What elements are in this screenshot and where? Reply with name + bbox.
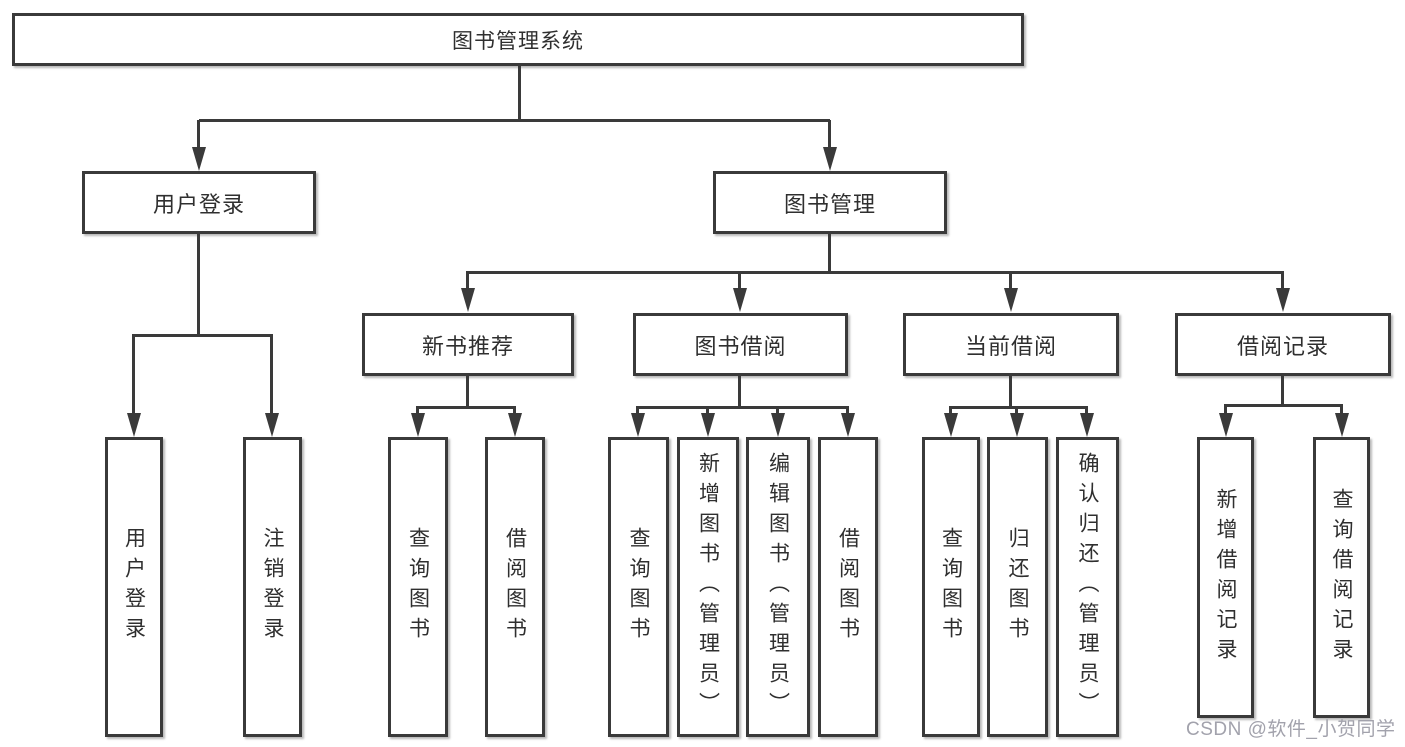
node-leaf-br-add-record: 新增借阅记录: [1197, 437, 1254, 718]
connector-line: [197, 120, 200, 150]
node-leaf-bb-edit-book-admin: 编辑图书（管理员）: [746, 437, 810, 737]
connector-line: [1009, 376, 1012, 409]
connector-line: [1015, 406, 1018, 416]
connector-line: [776, 406, 779, 416]
arrowhead-icon: [1219, 413, 1233, 437]
arrowhead-icon: [127, 413, 141, 437]
node-leaf-user-login: 用户登录: [105, 437, 163, 737]
node-leaf-bb-borrow-book: 借阅图书: [818, 437, 878, 737]
node-leaf-cb-query-book-label: 查询图书: [939, 527, 963, 647]
node-user-login: 用户登录: [82, 171, 316, 234]
node-book-borrow-label: 图书借阅: [694, 333, 787, 359]
arrowhead-icon: [1004, 288, 1018, 312]
arrowhead-icon: [1276, 288, 1290, 312]
node-leaf-cb-query-book: 查询图书: [922, 437, 980, 737]
node-leaf-cb-return-book: 归还图书: [987, 437, 1048, 737]
node-current-borrow: 当前借阅: [903, 313, 1119, 376]
node-leaf-bb-query-book-label: 查询图书: [627, 527, 650, 647]
node-root: 图书管理系统: [12, 13, 1024, 66]
arrowhead-icon: [1010, 413, 1024, 437]
node-leaf-logout-label: 注销登录: [261, 527, 284, 647]
node-leaf-br-add-record-label: 新增借阅记录: [1214, 487, 1237, 668]
arrowhead-icon: [411, 413, 425, 437]
connector-line: [949, 406, 952, 416]
connector-line: [518, 66, 521, 121]
node-new-book-recommend: 新书推荐: [362, 313, 574, 376]
arrowhead-icon: [1335, 413, 1349, 437]
node-leaf-nb-query-book: 查询图书: [388, 437, 448, 737]
node-leaf-bb-query-book: 查询图书: [608, 437, 669, 737]
node-book-management-label: 图书管理: [783, 191, 876, 217]
node-leaf-bb-add-book-admin: 新增图书（管理员）: [677, 437, 739, 737]
node-new-book-recommend-label: 新书推荐: [421, 333, 514, 359]
connector-line: [197, 234, 200, 337]
node-current-borrow-label: 当前借阅: [964, 333, 1057, 359]
connector-line: [466, 376, 469, 409]
arrowhead-icon: [1080, 413, 1094, 437]
connector-line: [951, 406, 1088, 409]
arrowhead-icon: [631, 413, 645, 437]
node-leaf-br-query-record: 查询借阅记录: [1313, 437, 1370, 718]
node-leaf-bb-add-book-admin-label: 新增图书（管理员）: [696, 452, 720, 722]
arrowhead-icon: [265, 413, 279, 437]
node-leaf-cb-confirm-return-admin-label: 确认归还（管理员）: [1076, 452, 1099, 722]
connector-line: [416, 406, 419, 416]
connector-line: [418, 406, 516, 409]
connector-line: [846, 406, 849, 416]
connector-line: [1340, 404, 1343, 416]
arrowhead-icon: [841, 413, 855, 437]
connector-line: [828, 234, 831, 274]
arrowhead-icon: [508, 413, 522, 437]
connector-line: [132, 334, 135, 415]
node-leaf-bb-borrow-book-label: 借阅图书: [836, 527, 860, 647]
connector-line: [270, 334, 273, 415]
node-book-management: 图书管理: [713, 171, 947, 234]
node-leaf-user-login-label: 用户登录: [122, 527, 146, 647]
node-leaf-cb-confirm-return-admin: 确认归还（管理员）: [1056, 437, 1119, 737]
arrowhead-icon: [944, 413, 958, 437]
node-root-label: 图书管理系统: [452, 29, 584, 53]
connector-line: [199, 119, 830, 122]
connector-line: [706, 406, 709, 416]
csdn-watermark: CSDN @软件_小贺同学: [1186, 719, 1396, 740]
connector-line: [738, 271, 741, 290]
connector-line: [636, 406, 639, 416]
node-leaf-nb-borrow-book: 借阅图书: [485, 437, 545, 737]
connector-line: [1224, 404, 1227, 416]
arrowhead-icon: [823, 147, 837, 171]
connector-line: [134, 334, 273, 337]
connector-line: [513, 406, 516, 416]
arrowhead-icon: [192, 147, 206, 171]
node-user-login-label: 用户登录: [152, 191, 245, 217]
arrowhead-icon: [733, 288, 747, 312]
node-leaf-logout: 注销登录: [243, 437, 302, 737]
node-leaf-br-query-record-label: 查询借阅记录: [1330, 487, 1353, 668]
node-leaf-bb-edit-book-admin-label: 编辑图书（管理员）: [766, 452, 790, 722]
connector-line: [1281, 271, 1284, 290]
node-borrow-records-label: 借阅记录: [1236, 333, 1329, 359]
arrowhead-icon: [771, 413, 785, 437]
connector-line: [738, 376, 741, 409]
node-leaf-nb-borrow-book-label: 借阅图书: [503, 527, 527, 647]
connector-line: [1226, 404, 1343, 407]
connector-line: [1009, 271, 1012, 290]
node-book-borrow: 图书借阅: [633, 313, 848, 376]
connector-line: [468, 271, 1283, 274]
connector-line: [466, 271, 469, 290]
node-leaf-cb-return-book-label: 归还图书: [1006, 527, 1029, 647]
connector-line: [638, 406, 848, 409]
arrowhead-icon: [461, 288, 475, 312]
node-leaf-nb-query-book-label: 查询图书: [406, 527, 430, 647]
connector-line: [1281, 376, 1284, 407]
connector-line: [1085, 406, 1088, 416]
node-borrow-records: 借阅记录: [1175, 313, 1391, 376]
connector-line: [828, 120, 831, 150]
arrowhead-icon: [701, 413, 715, 437]
